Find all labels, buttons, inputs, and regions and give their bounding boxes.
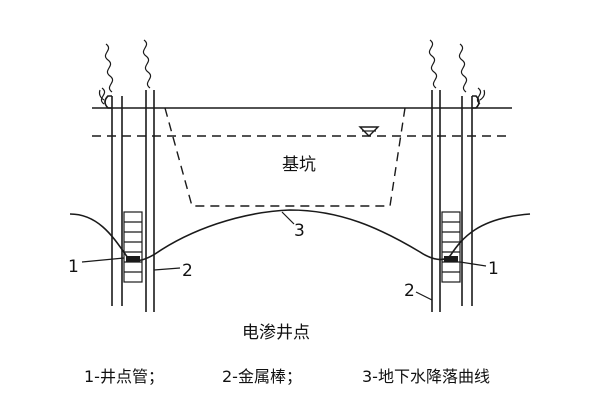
left-rod-callout: 2 [182,261,193,281]
pit-label: 基坑 [282,155,316,175]
excavation-pit-outline [164,107,406,207]
left-pipe-callout: 1 [68,257,79,277]
left-rod-wire-coil-icon [142,39,152,89]
right-pipe-callout: 1 [488,259,499,279]
right-wellpoint-pipe [441,89,486,306]
right-rod-wire-coil-icon [428,39,438,89]
water-level-marker-icon [358,126,380,137]
left-metal-rod [145,90,155,312]
curve-callout: 3 [294,221,305,241]
legend-item-3: 3-地下水降落曲线 [362,367,490,386]
right-metal-rod [431,90,441,312]
right-pipe-wire-coil-icon [458,43,482,105]
left-pipe-leader [81,257,125,263]
right-pipe-leader [459,261,487,267]
curve-leader [281,211,295,225]
right-rod-callout: 2 [404,281,415,301]
left-rod-leader [153,267,181,271]
diagram-caption: 电渗井点 [242,323,310,343]
left-wellpoint-pipe [98,89,143,306]
legend-item-1: 1-井点管； [84,367,164,386]
left-pipe-wire-coil-icon [100,43,114,105]
legend-item-2: 2-金属棒； [222,367,302,386]
right-rod-leader [415,291,433,301]
